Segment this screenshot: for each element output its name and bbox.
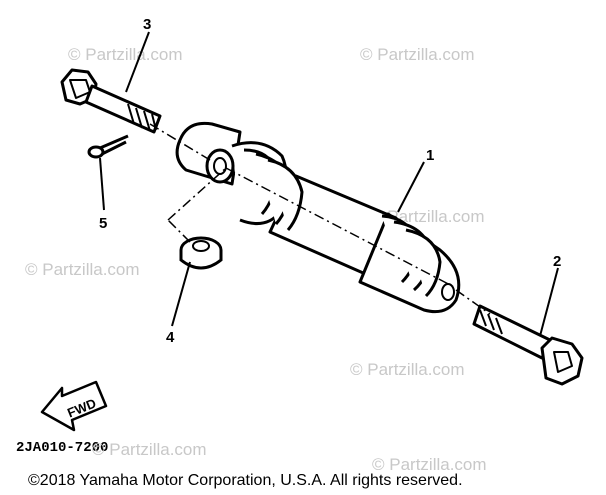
callout-3: 3 <box>143 16 151 33</box>
callout-1: 1 <box>426 147 434 164</box>
watermark: © Partzilla.com <box>92 440 207 459</box>
assembly-lines <box>149 123 491 315</box>
callout-2: 2 <box>553 253 561 270</box>
forward-arrow-icon: FWD <box>40 380 108 432</box>
shock-absorber <box>175 121 461 314</box>
leader-lines <box>99 31 559 337</box>
diagram-code: 2JA010-7200 <box>16 440 108 456</box>
watermark: © Partzilla.com <box>68 45 183 64</box>
callout-4: 4 <box>166 329 175 346</box>
cotter-pin <box>87 134 129 159</box>
watermark: © Partzilla.com <box>360 45 475 64</box>
lower-bolt <box>472 304 584 386</box>
upper-bolt <box>60 68 162 134</box>
copyright-notice: ©2018 Yamaha Motor Corporation, U.S.A. A… <box>28 472 463 489</box>
collar <box>179 236 223 270</box>
watermark: © Partzilla.com <box>372 455 487 474</box>
watermark: © Partzilla.com <box>350 360 465 379</box>
watermark: © Partzilla.com <box>25 260 140 279</box>
callout-5: 5 <box>99 215 107 232</box>
